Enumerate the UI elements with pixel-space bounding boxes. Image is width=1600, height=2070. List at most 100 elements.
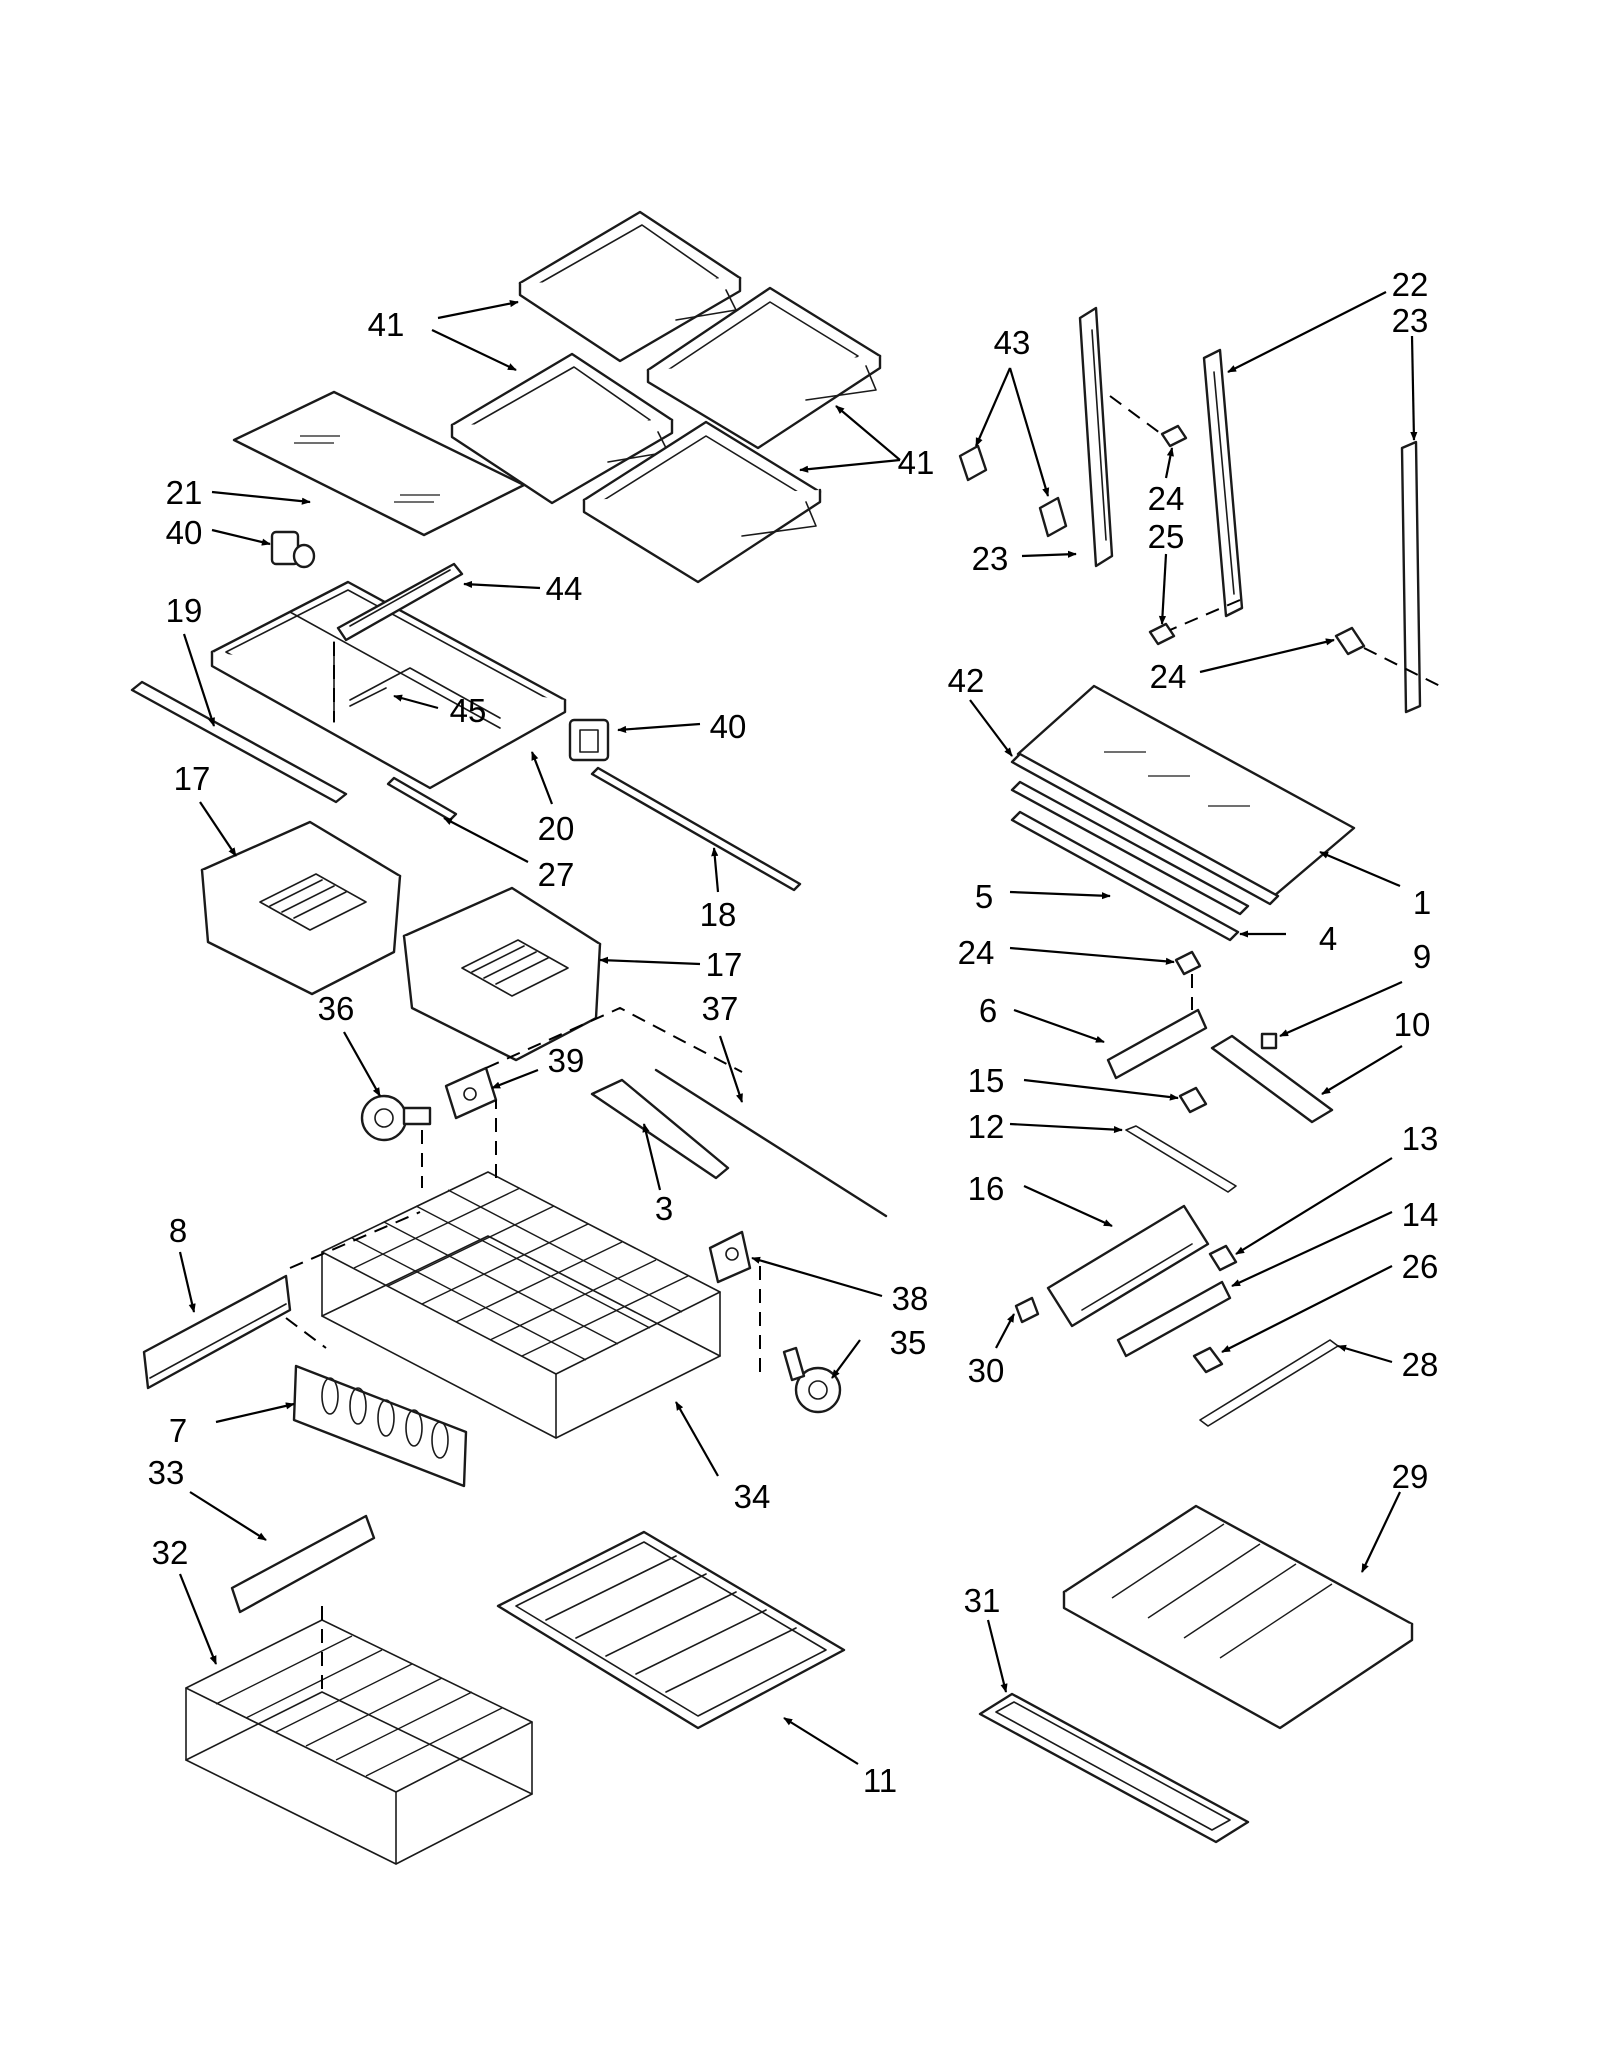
callout-36: 36	[318, 990, 355, 1027]
callout-22: 22	[1392, 266, 1429, 303]
callout-3: 3	[655, 1190, 673, 1227]
callout-40-right: 40	[710, 708, 747, 745]
screw-15	[1178, 1086, 1208, 1114]
tray-29	[1062, 1504, 1414, 1730]
front-panel-8	[142, 1274, 292, 1390]
callout-6: 6	[979, 992, 997, 1029]
tray-11	[496, 1530, 846, 1730]
bracket-16	[1046, 1204, 1210, 1328]
wire-basket-34	[321, 1171, 721, 1439]
callout-18: 18	[700, 896, 737, 933]
callout-4: 4	[1319, 920, 1337, 957]
front-panel-33	[230, 1514, 376, 1614]
callout-24-right: 24	[1150, 658, 1187, 695]
crisper-drawer-17-right	[402, 886, 602, 1062]
gear-35	[782, 1346, 842, 1414]
callout-9: 9	[1413, 938, 1431, 975]
callout-14: 14	[1402, 1196, 1439, 1233]
callout-43: 43	[994, 324, 1031, 361]
callout-23-left: 23	[972, 540, 1009, 577]
ladder-rack-22	[1202, 348, 1244, 618]
callout-labels: 41 41 21 40 44 19 45 40 17 20 27 18 17 3…	[148, 266, 1439, 1799]
clip-9	[1260, 1032, 1278, 1050]
bracket-6	[1106, 1008, 1208, 1080]
ladder-rack-23-left	[1078, 306, 1114, 568]
callout-42: 42	[948, 662, 985, 699]
clip-43-upper	[958, 444, 988, 482]
bracket-14	[1116, 1280, 1232, 1358]
callout-33: 33	[148, 1454, 185, 1491]
screw-24-right	[1334, 626, 1366, 656]
rail-44	[336, 562, 464, 642]
callout-34: 34	[734, 1478, 771, 1515]
callout-31: 31	[964, 1582, 1001, 1619]
rod-28	[1199, 1339, 1339, 1427]
shelf-frame-41-bottom-right	[582, 420, 822, 584]
ladder-rack-23-right	[1400, 440, 1422, 714]
trim-strip-19	[130, 680, 348, 804]
leader-arrows	[178, 291, 1418, 1765]
clip-43-lower	[1038, 496, 1068, 538]
screw-13	[1208, 1244, 1238, 1272]
callout-32: 32	[152, 1534, 189, 1571]
rod-18	[590, 766, 802, 892]
callout-35: 35	[890, 1324, 927, 1361]
callout-17-left: 17	[174, 760, 211, 797]
shelf-frame-41-top-left	[518, 210, 742, 363]
callout-19: 19	[166, 592, 203, 629]
trim-4	[1010, 810, 1240, 942]
crisper-drawer-17-left	[200, 820, 402, 996]
callout-30: 30	[968, 1352, 1005, 1389]
crisper-cover-frame-20	[210, 580, 567, 790]
callout-8: 8	[169, 1212, 187, 1249]
trim-42	[1010, 752, 1280, 906]
callout-20: 20	[538, 810, 575, 847]
trim-5	[1010, 780, 1250, 916]
front-panel-7	[292, 1364, 468, 1488]
rod-12	[1125, 1125, 1237, 1193]
screw-25	[1148, 622, 1176, 646]
front-trim-31	[978, 1692, 1250, 1844]
shelf-frame-41-mid-left	[450, 352, 674, 505]
callout-29: 29	[1392, 1458, 1429, 1495]
callout-12: 12	[968, 1108, 1005, 1145]
screw-24-middle	[1174, 950, 1202, 976]
callout-15: 15	[968, 1062, 1005, 1099]
callout-5: 5	[975, 878, 993, 915]
callout-41-left: 41	[368, 306, 405, 343]
rod-37	[654, 1068, 888, 1218]
callout-26: 26	[1402, 1248, 1439, 1285]
callout-28: 28	[1402, 1346, 1439, 1383]
shelf-frame-41-top-right	[646, 286, 882, 450]
callout-40-left: 40	[166, 514, 203, 551]
alignment-lines	[285, 395, 1441, 1692]
bracket-38	[708, 1230, 752, 1284]
callout-21: 21	[166, 474, 203, 511]
callout-17-right: 17	[706, 946, 743, 983]
callout-27: 27	[538, 856, 575, 893]
screw-26	[1192, 1346, 1224, 1374]
bracket-39	[444, 1066, 498, 1120]
end-cap-40-left	[270, 530, 316, 569]
callout-16: 16	[968, 1170, 1005, 1207]
callout-10: 10	[1394, 1006, 1431, 1043]
clip-27	[386, 776, 458, 822]
callout-24-middle: 24	[958, 934, 995, 971]
callout-13: 13	[1402, 1120, 1439, 1157]
callout-25: 25	[1148, 518, 1185, 555]
clip-30	[1014, 1296, 1040, 1324]
callout-37: 37	[702, 990, 739, 1027]
callout-44: 44	[546, 570, 583, 607]
glass-shelf-21	[232, 390, 526, 537]
gear-36	[360, 1094, 432, 1142]
wire-basket-32	[185, 1619, 533, 1865]
callout-11: 11	[863, 1762, 897, 1799]
callout-7: 7	[169, 1412, 187, 1449]
callout-41-right: 41	[898, 444, 935, 481]
end-cap-40-right	[568, 718, 610, 762]
callout-23-right: 23	[1392, 302, 1429, 339]
callout-45: 45	[450, 692, 487, 729]
callout-1: 1	[1413, 884, 1431, 921]
rail-10	[1210, 1034, 1334, 1124]
